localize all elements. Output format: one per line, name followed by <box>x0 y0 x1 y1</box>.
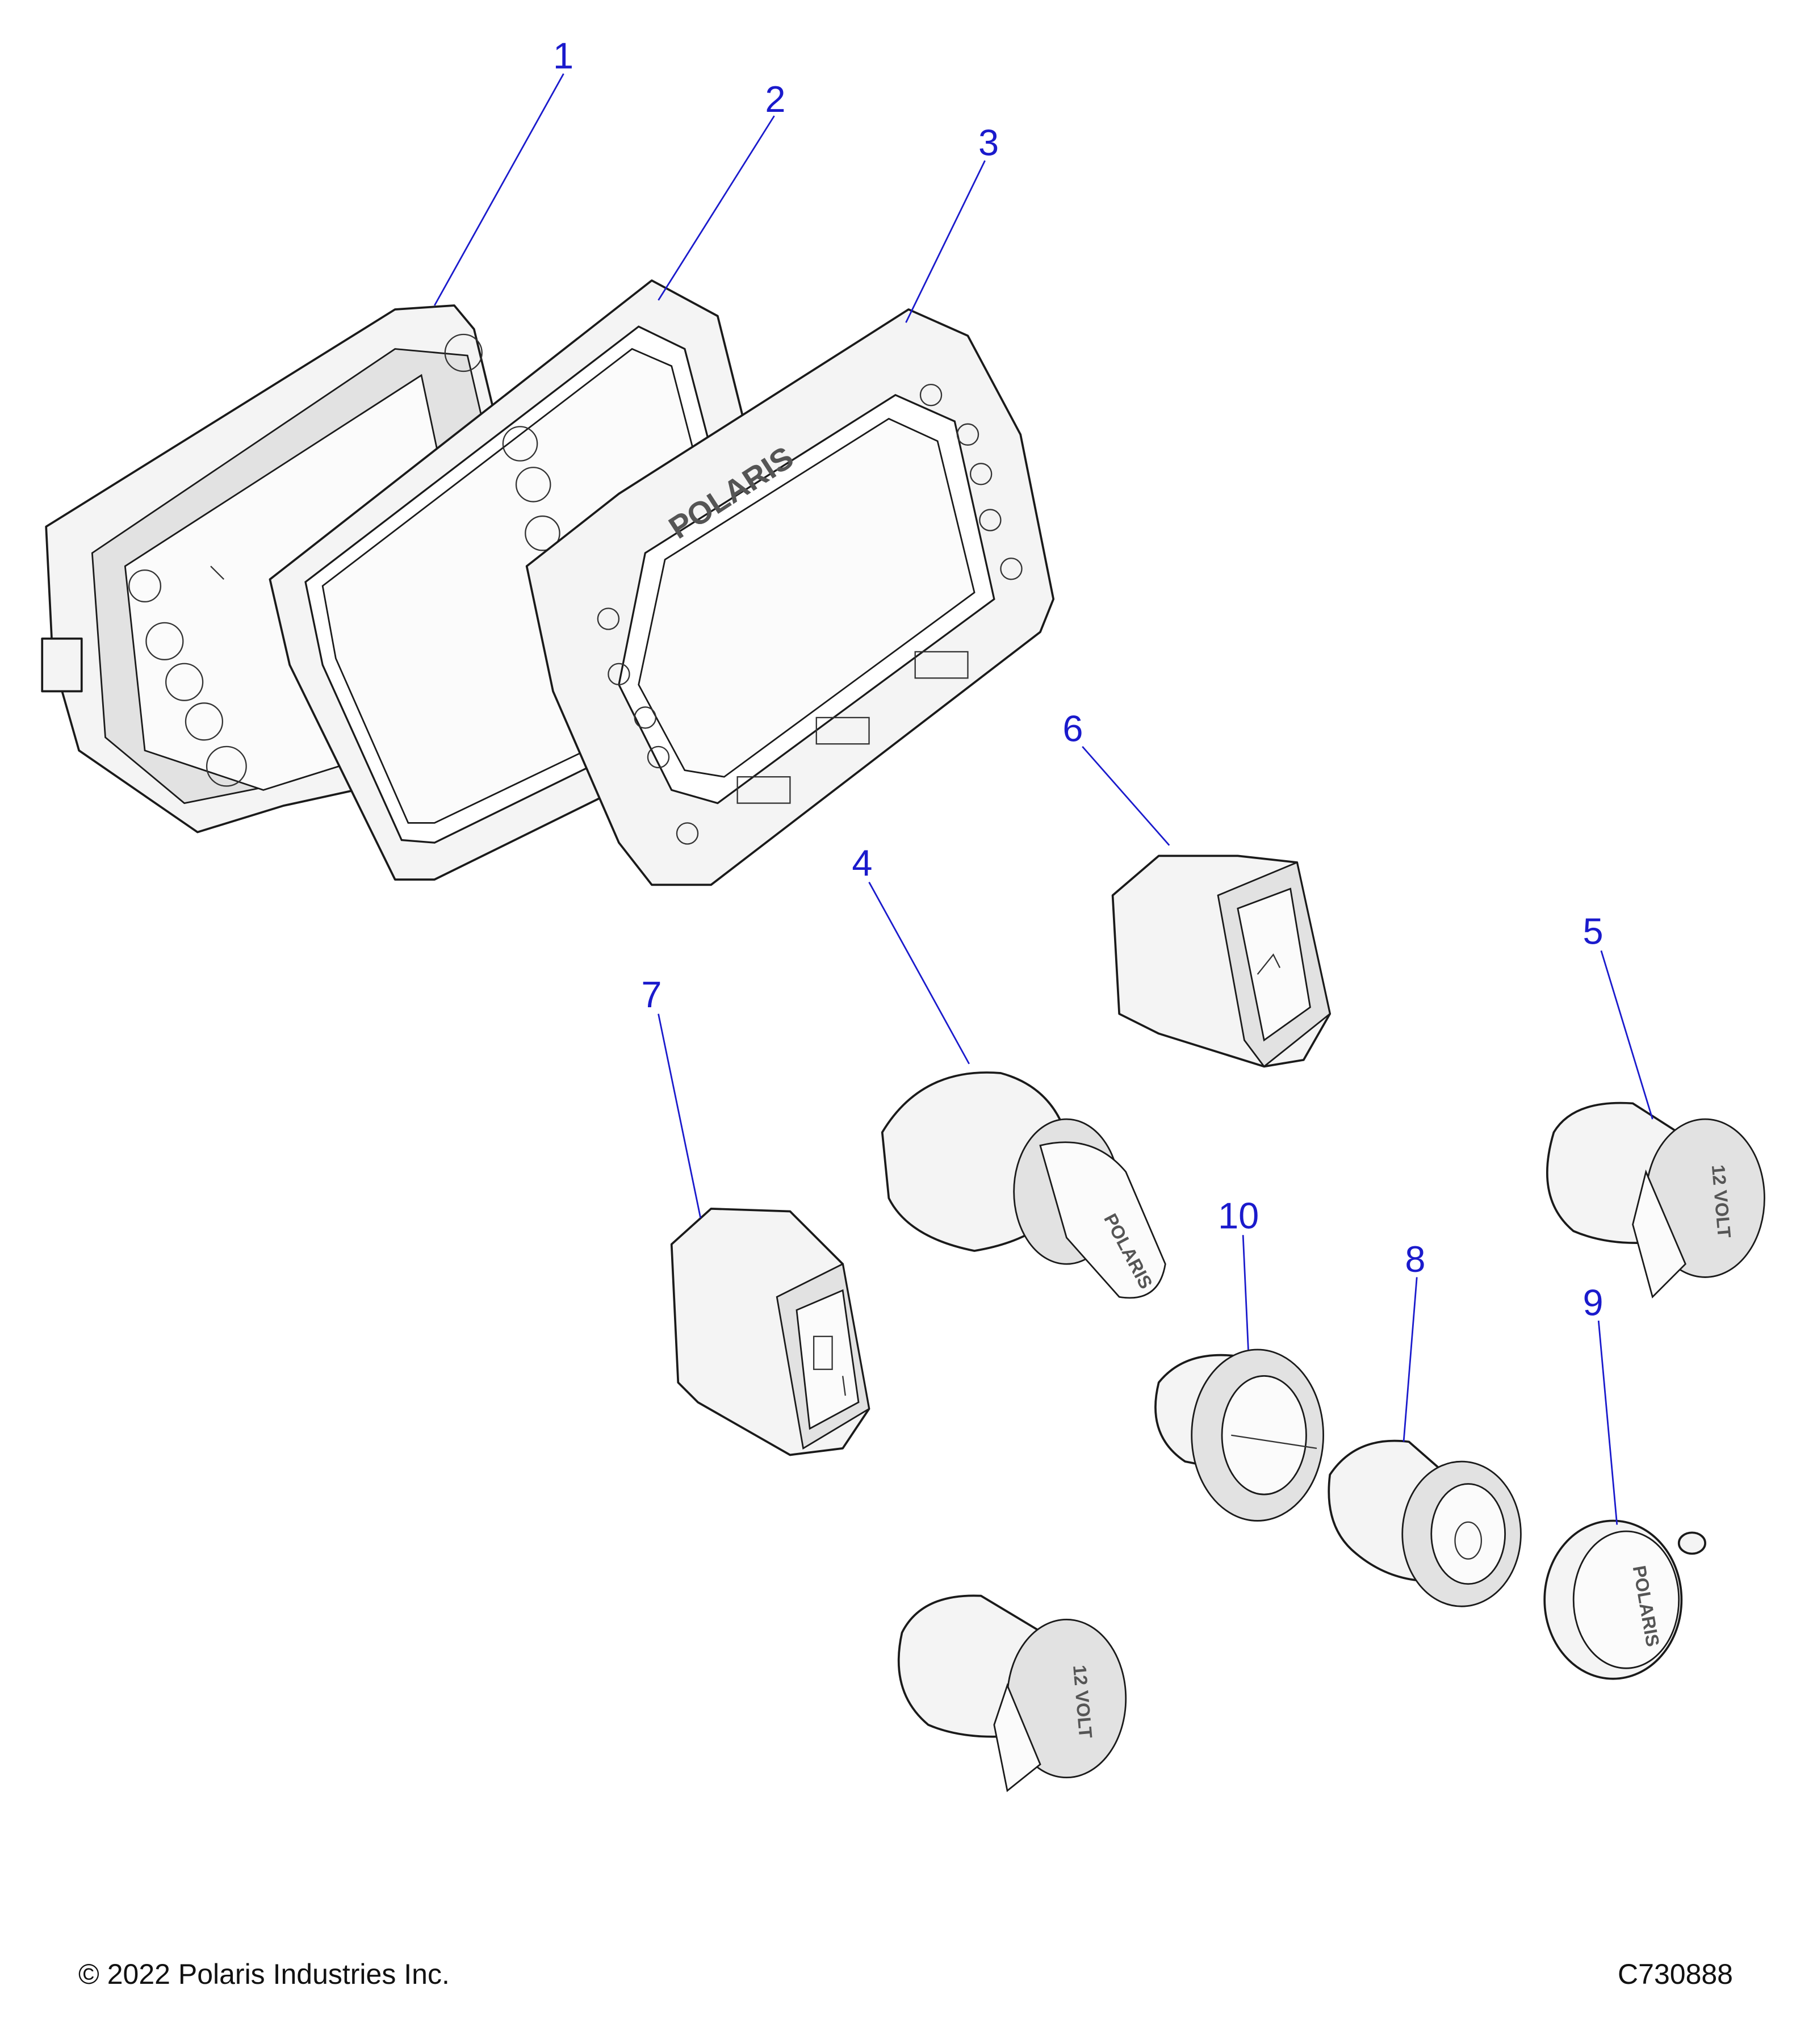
leader-lines <box>434 73 1653 1525</box>
callout-10: 10 <box>1218 1195 1259 1237</box>
callout-8: 8 <box>1405 1238 1425 1280</box>
part-7-rocker-switch[interactable] <box>670 1207 870 1456</box>
callout-2: 2 <box>765 78 785 120</box>
copyright-notice: © 2022 Polaris Industries Inc. <box>78 1958 450 1990</box>
callout-4: 4 <box>852 842 872 883</box>
callout-6: 6 <box>1062 708 1083 749</box>
part-10-retainer-ring[interactable] <box>1154 1348 1324 1522</box>
callout-3: 3 <box>978 122 999 164</box>
part-4-ignition-switch[interactable]: POLARIS <box>881 1071 1166 1299</box>
callout-1: 1 <box>553 35 573 77</box>
callout-7: 7 <box>641 974 662 1015</box>
part-8-socket-housing[interactable] <box>1328 1439 1522 1607</box>
callout-5: 5 <box>1582 911 1603 952</box>
part-6-rocker-switch[interactable] <box>1111 855 1332 1068</box>
part-3-bezel[interactable]: POLARIS <box>525 308 1055 886</box>
callout-9: 9 <box>1582 1282 1603 1323</box>
power-socket-assembly[interactable]: 12 VOLT <box>897 1594 1127 1792</box>
drawing-number: C730888 <box>1618 1958 1733 1990</box>
part-5-power-socket[interactable]: 12 VOLT <box>1546 1101 1765 1299</box>
part-9-socket-cap[interactable]: POLARIS <box>1543 1519 1706 1680</box>
